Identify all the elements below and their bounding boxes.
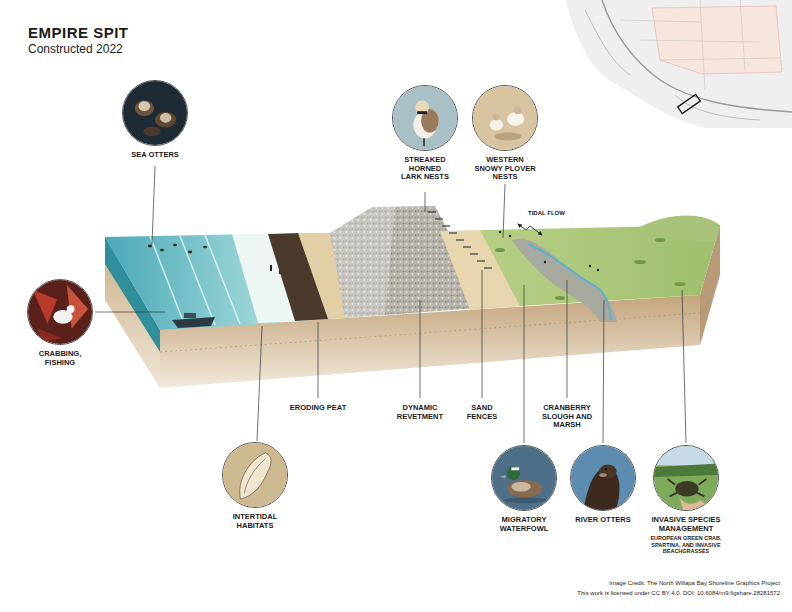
photo-callout: SEA OTTERS (115, 80, 195, 160)
map-area (652, 6, 782, 74)
photo-callout: INTERTIDAL HABITATS (220, 442, 290, 530)
slough-mud (512, 238, 617, 322)
photo-circle (27, 279, 93, 345)
photo-image (393, 86, 457, 150)
leader-line (603, 300, 604, 443)
map-locator-box (678, 94, 701, 113)
ocean (105, 234, 300, 330)
photo-callout: WESTERN SNOWY PLOVER NESTS (470, 85, 540, 182)
credit-note: This work is licensed under CC BY 4.0. D… (577, 590, 780, 597)
part-label: TIDAL FLOW (528, 210, 565, 217)
photo-image (28, 280, 92, 344)
photo-circle (491, 445, 557, 511)
boat (172, 317, 215, 328)
part-label: ERODING PEAT (287, 404, 349, 413)
marsh (480, 215, 720, 322)
leader-line (682, 290, 686, 443)
part-label: CRANBERRY SLOUGH AND MARSH (540, 404, 594, 430)
photo-image (123, 81, 187, 145)
subtitle: Constructed 2022 (28, 43, 123, 57)
photo-callout: MIGRATORY WATERFOWL (489, 445, 559, 533)
leader-line (257, 326, 262, 441)
revetment-light (330, 207, 395, 318)
callout-label: CRABBING, FISHING (36, 350, 84, 367)
leader-line (318, 322, 319, 398)
birds (499, 231, 599, 271)
part-label: DYNAMIC REVETMENT (395, 404, 445, 421)
boat-cabin (184, 313, 196, 318)
callout-label: INVASIVE SPECIES MANAGEMENT (646, 516, 726, 533)
tidal-flow-arrow (518, 224, 542, 235)
leader-line (503, 184, 505, 238)
leader-line (420, 300, 421, 398)
photo-image (571, 446, 635, 510)
photo-image (223, 443, 287, 507)
callout-note: EUROPEAN GREEN CRAB, SPARTINA, AND INVAS… (649, 535, 723, 555)
photo-circle (570, 445, 636, 511)
photo-circle (653, 445, 719, 511)
callout-label: RIVER OTTERS (571, 516, 635, 525)
leader-line (482, 270, 483, 398)
sand-fences (428, 212, 492, 268)
otters (148, 244, 207, 254)
leader-line (524, 285, 525, 443)
photo-callout: INVASIVE SPECIES MANAGEMENT EUROPEAN GREE… (645, 445, 727, 555)
photo-callout: RIVER OTTERS (570, 445, 636, 525)
callout-label: SEA OTTERS (116, 151, 194, 160)
diagram-title: EMPIRE SPIT (28, 24, 129, 41)
photo-circle (222, 442, 288, 508)
callout-label: STREAKED HORNED LARK NESTS (400, 156, 450, 182)
callout-label: WESTERN SNOWY PLOVER NESTS (473, 156, 537, 182)
photo-image (654, 446, 718, 510)
photo-circle (472, 85, 538, 151)
map-road (620, 0, 780, 90)
photo-callout: CRABBING, FISHING (25, 279, 95, 367)
leader-line (152, 166, 155, 244)
leader-line (95, 312, 165, 313)
beach (268, 206, 525, 321)
credit-note: Image Credit: The North Willapa Bay Shor… (609, 580, 780, 587)
map-land (566, 0, 792, 128)
back-dune (640, 215, 720, 242)
leader-line (567, 280, 568, 398)
locator-map (566, 0, 792, 128)
photo-callout: STREAKED HORNED LARK NESTS (390, 85, 460, 182)
map-road (585, 10, 760, 120)
photo-image (492, 446, 556, 510)
callout-label: INTERTIDAL HABITATS (225, 513, 285, 530)
photo-image (473, 86, 537, 150)
leader-line (425, 192, 426, 212)
leader-lines (95, 166, 686, 443)
slough-channel (528, 244, 611, 320)
photo-circle (392, 85, 458, 151)
part-label: SAND FENCES (457, 404, 507, 421)
photo-circle (122, 80, 188, 146)
callout-label: MIGRATORY WATERFOWL (493, 516, 555, 533)
